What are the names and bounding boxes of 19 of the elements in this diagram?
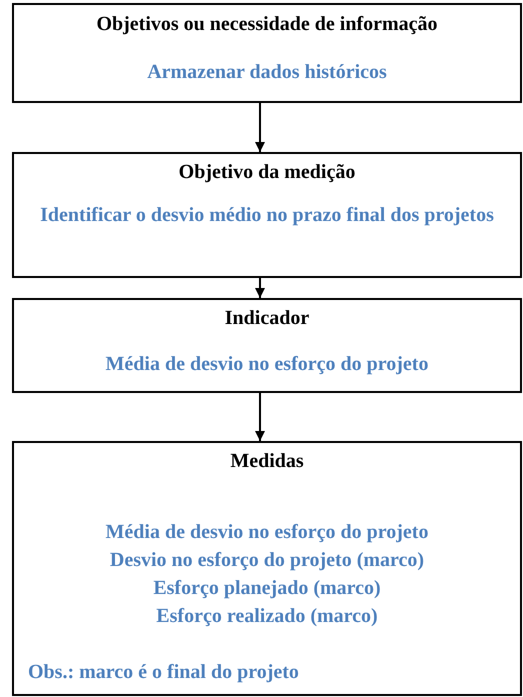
- note-text: Obs.: marco é o final do projeto: [27, 661, 300, 684]
- box-text: Média de desvio no esforço do projeto: [104, 353, 430, 376]
- box-heading: Indicador: [224, 307, 310, 330]
- arrow: [255, 278, 265, 298]
- box-text: Esforço realizado (marco): [155, 605, 379, 628]
- box-text: Identificar o desvio médio no prazo final dos projetos: [39, 204, 495, 227]
- text-box: [12, 441, 522, 696]
- box-text: Armazenar dados históricos: [146, 61, 388, 84]
- box-heading: Objetivos ou necessidade de informação: [95, 13, 439, 36]
- text-box: [12, 298, 522, 393]
- text-box: [12, 3, 522, 103]
- box-text: Esforço planejado (marco): [152, 577, 382, 600]
- box-text: Desvio no esforço do projeto (marco): [108, 549, 426, 572]
- box-text: Média de desvio no esforço do projeto: [104, 521, 430, 544]
- box-heading: Objetivo da medição: [178, 161, 356, 184]
- arrow: [255, 393, 265, 441]
- box-heading: Medidas: [229, 450, 305, 473]
- text-box: [12, 152, 522, 278]
- arrow: [255, 103, 265, 152]
